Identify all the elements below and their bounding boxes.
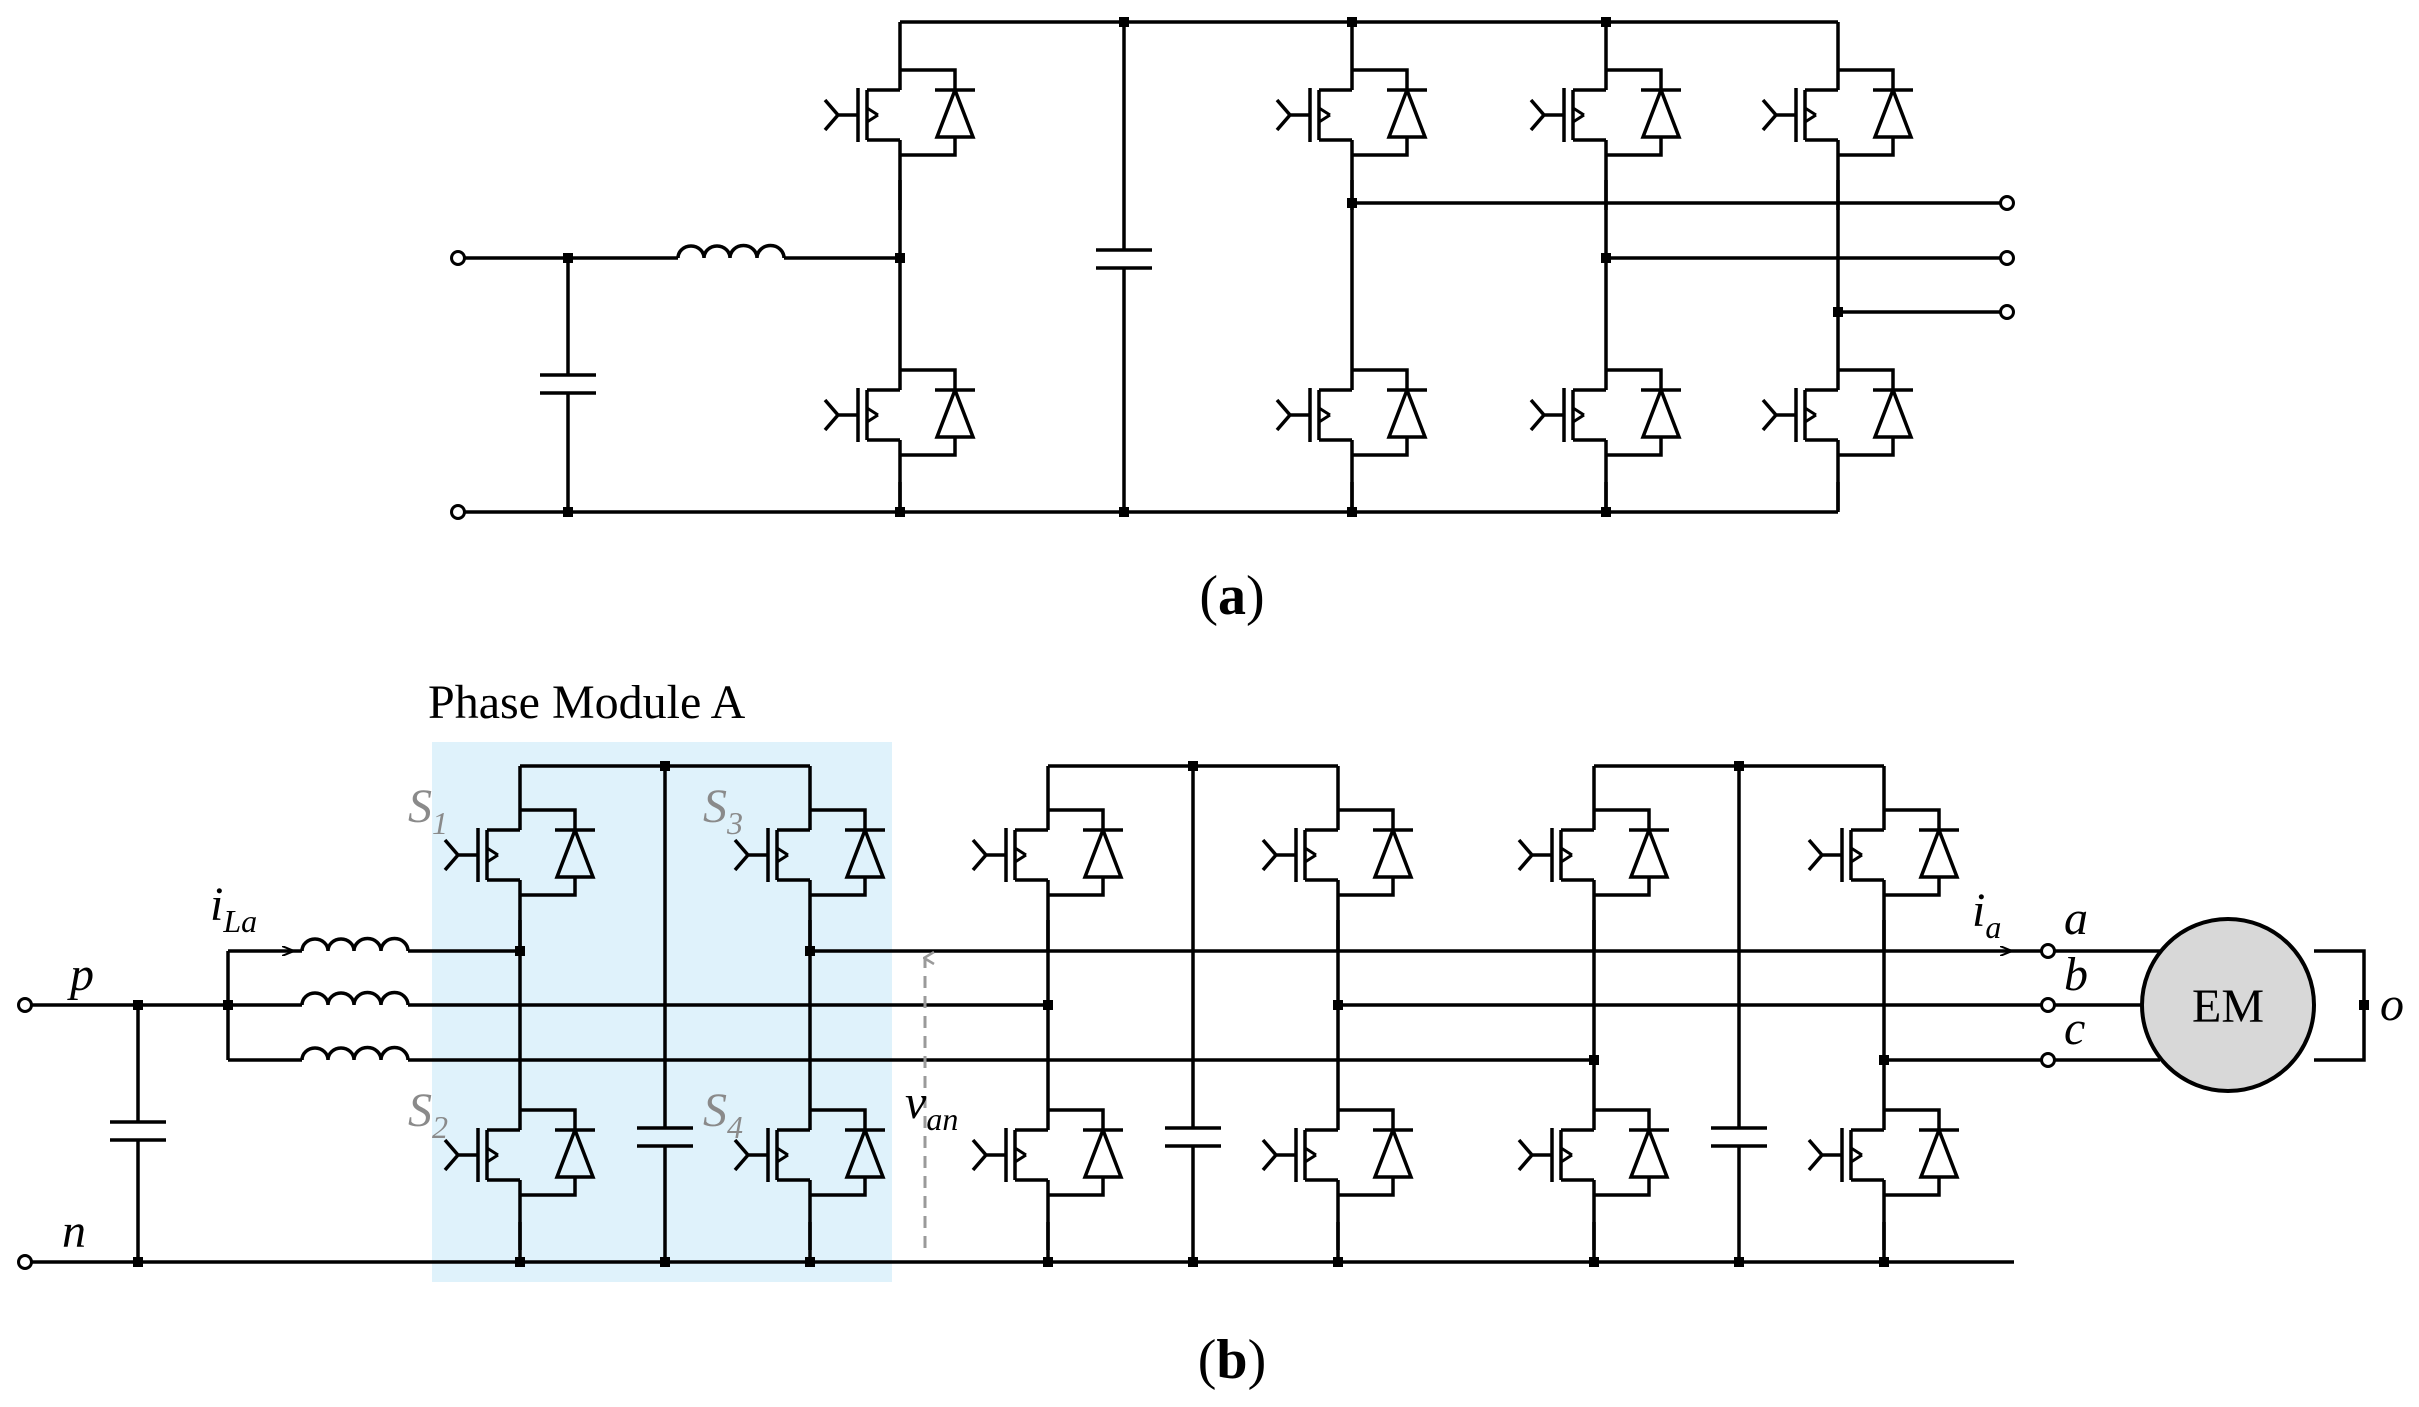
- label-s2-sub: 2: [432, 1109, 448, 1145]
- label-van-sub: an: [926, 1101, 958, 1137]
- wire-a-outputs: [1352, 201, 2003, 314]
- mosfet-a-boost-bottom: [823, 358, 977, 512]
- label-ila-sub: La: [222, 903, 257, 939]
- inductor-a: [676, 243, 786, 259]
- capacitor-a-filter: [538, 373, 598, 395]
- label-van: van: [905, 1076, 958, 1137]
- label-n: n: [62, 1205, 86, 1258]
- label-ia-main: i: [1972, 884, 1985, 937]
- label-p: p: [67, 948, 94, 1001]
- mosfet-a-leg1-bottom: [1275, 358, 1429, 512]
- mosfet-b-m3-tl: [1517, 798, 1671, 952]
- mosfet-b-m2-br: [1261, 1098, 1415, 1252]
- terminals-a: [450, 195, 2015, 520]
- mosfet-a-leg3-bottom: [1761, 358, 1915, 512]
- capacitor-b-module2: [1163, 1126, 1223, 1148]
- label-s2: S2: [408, 1084, 448, 1145]
- label-ia-sub: a: [1985, 909, 2001, 945]
- capacitor-b-input: [108, 1120, 168, 1142]
- inductor-b-c: [300, 1045, 410, 1061]
- circuit-b: [28, 764, 2366, 1264]
- caption-a: (a): [1199, 565, 1264, 627]
- label-s3-sub: 3: [726, 805, 743, 841]
- circuit-a: [462, 20, 2003, 514]
- capacitor-b-module3: [1709, 1126, 1769, 1148]
- label-s4: S4: [703, 1084, 743, 1145]
- junctions-b: [133, 761, 2369, 1267]
- mosfet-a-leg1-top: [1275, 58, 1429, 212]
- phase-module-a-title: Phase Module A: [428, 676, 746, 729]
- mosfet-b-m2-bl: [971, 1098, 1125, 1252]
- label-s1-sub: 1: [432, 805, 448, 841]
- motor-label: EM: [2192, 980, 2264, 1033]
- label-c: c: [2064, 1002, 2085, 1055]
- label-s1: S1: [408, 780, 448, 841]
- phase-module-a-highlight: [432, 742, 892, 1282]
- capacitor-a-dc: [1094, 248, 1154, 270]
- mosfet-b-m3-tr: [1807, 798, 1961, 952]
- mosfet-a-boost-top: [823, 58, 977, 212]
- label-s3-main: S: [703, 780, 727, 833]
- caption-b: (b): [1198, 1329, 1266, 1391]
- mosfet-b-m2-tl: [971, 798, 1125, 952]
- label-ila-main: i: [210, 878, 223, 931]
- wire-b-inductor-bus: [226, 949, 302, 1062]
- inductor-b-b: [300, 990, 410, 1006]
- wire-b-neutral-o: [2314, 949, 2366, 1062]
- label-s4-main: S: [703, 1084, 727, 1137]
- mosfet-a-leg2-top: [1529, 58, 1683, 212]
- label-ia: ia: [1972, 884, 2001, 945]
- mosfet-b-m2-tr: [1261, 798, 1415, 952]
- label-a: a: [2064, 892, 2088, 945]
- label-s3: S3: [703, 780, 743, 841]
- label-b: b: [2064, 948, 2088, 1001]
- mosfet-a-leg2-bottom: [1529, 358, 1683, 512]
- label-van-main: v: [905, 1076, 927, 1129]
- mosfet-b-m3-br: [1807, 1098, 1961, 1252]
- junctions-a: [563, 17, 1843, 517]
- label-s1-main: S: [408, 780, 432, 833]
- label-s2-main: S: [408, 1084, 432, 1137]
- caption-b-letter: b: [1216, 1329, 1247, 1391]
- label-s4-sub: 4: [727, 1109, 743, 1145]
- label-ila: iLa: [210, 878, 257, 939]
- label-o: o: [2380, 978, 2404, 1031]
- mosfet-a-leg3-top: [1761, 58, 1915, 212]
- mosfet-b-m3-bl: [1517, 1098, 1671, 1252]
- caption-a-letter: a: [1218, 565, 1246, 627]
- motor-leads: [2054, 949, 2160, 1062]
- inductor-b-a: [300, 936, 410, 952]
- terminals-b: [17, 943, 2056, 1270]
